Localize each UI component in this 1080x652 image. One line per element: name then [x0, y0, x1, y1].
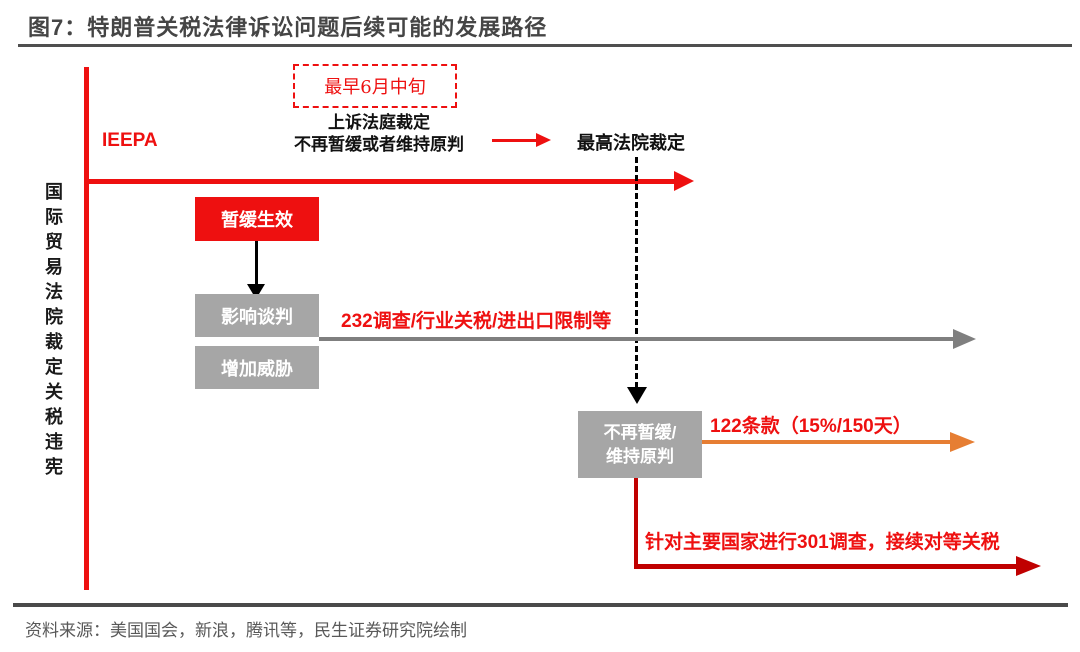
small-red-arrow-line	[492, 139, 538, 142]
darkred-arrow-horizontal-line	[634, 564, 1018, 569]
section301-label: 针对主要国家进行301调查，接续对等关税	[645, 532, 1000, 553]
no-suspend-box-line2: 维持原判	[606, 446, 674, 466]
darkred-arrow-vertical-line	[634, 478, 638, 568]
main-red-arrow-line	[86, 179, 676, 184]
orange-arrow-line	[702, 440, 952, 444]
figure-title: 图7：特朗普关税法律诉讼问题后续可能的发展路径	[28, 15, 548, 40]
section232-label: 232调查/行业关税/进出口限制等	[341, 311, 612, 332]
main-red-arrow-head-icon	[674, 171, 694, 191]
black-down-arrow-line	[255, 241, 258, 286]
no-suspend-box-line1: 不再暂缓/	[603, 422, 677, 442]
orange-arrow-head-icon	[950, 432, 975, 452]
affect-negotiation-box: 影响谈判	[195, 294, 319, 337]
timing-badge-label: 最早6月中旬	[324, 77, 426, 98]
dashed-vertical-arrow-line	[635, 157, 638, 388]
source-note: 资料来源：美国国会，新浪，腾讯等，民生证券研究院绘制	[25, 621, 467, 640]
appeal-ruling-line2: 不再暂缓或者维持原判	[294, 135, 464, 154]
timing-badge: 最早6月中旬	[293, 64, 457, 108]
left-axis-label: 国际贸易法院裁定关税违宪	[43, 182, 63, 482]
supreme-court-label: 最高法院裁定	[577, 133, 685, 153]
ieepa-label: IEEPA	[102, 130, 158, 151]
darkred-arrow-head-icon	[1016, 556, 1041, 576]
no-suspend-box: 不再暂缓/ 维持原判	[578, 411, 702, 478]
gray-arrow-head-icon	[953, 329, 976, 349]
footer-divider	[13, 603, 1068, 607]
suspend-effect-box: 暂缓生效	[195, 197, 319, 241]
increase-threat-box: 增加威胁	[195, 346, 319, 389]
dashed-vertical-arrow-head-icon	[627, 387, 647, 404]
small-red-arrow-head-icon	[536, 133, 551, 147]
title-divider	[18, 44, 1072, 47]
gray-arrow-line	[319, 337, 955, 341]
red-axis-line	[84, 67, 89, 590]
appeal-ruling-text: 上诉法庭裁定 不再暂缓或者维持原判	[268, 112, 490, 156]
section122-label: 122条款（15%/150天）	[710, 416, 912, 437]
appeal-ruling-line1: 上诉法庭裁定	[328, 113, 430, 132]
